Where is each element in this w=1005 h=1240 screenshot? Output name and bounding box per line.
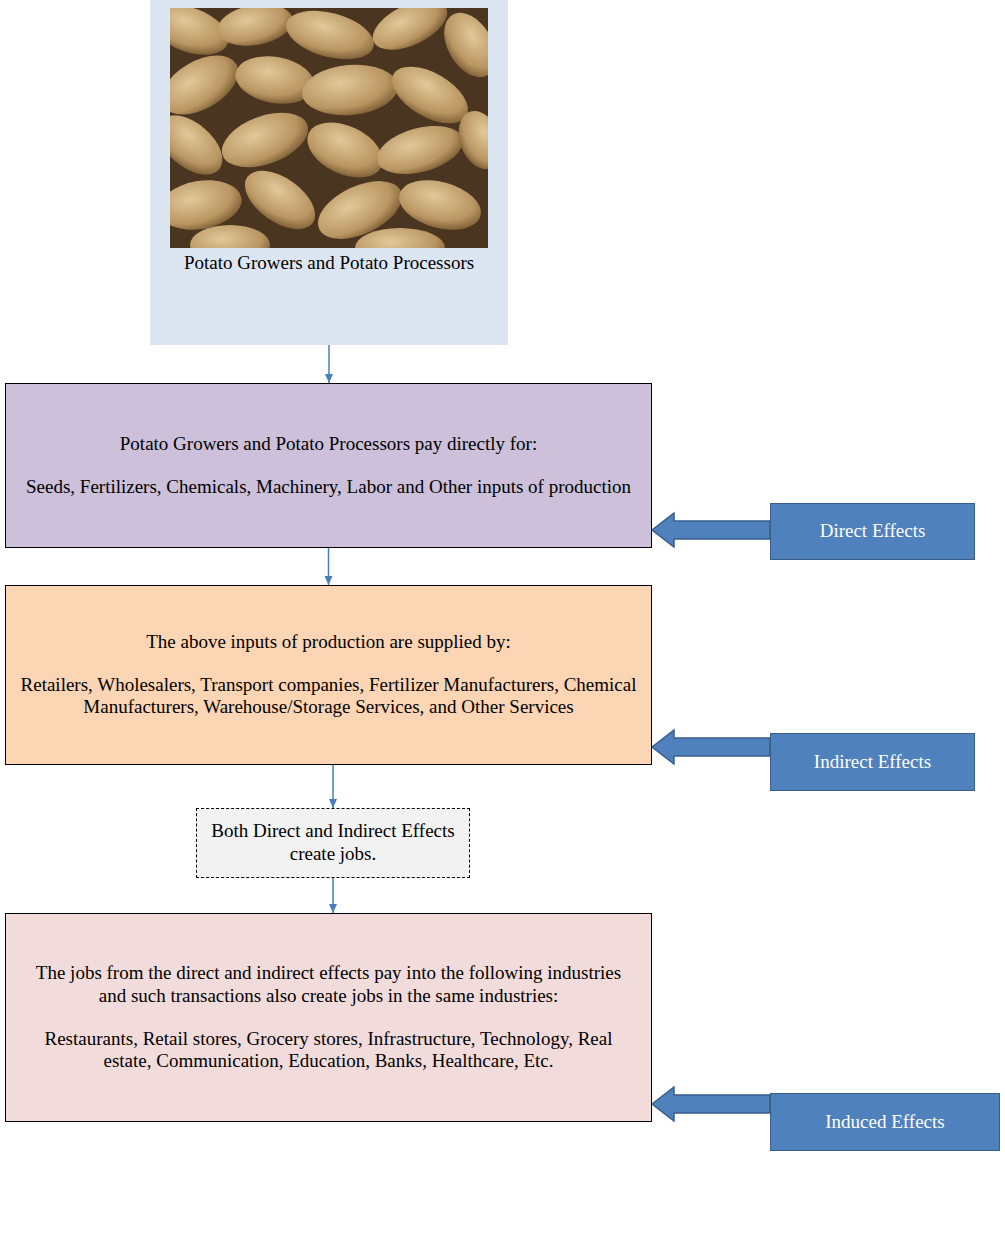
process-box: Potato Growers and Potato Processors pay… <box>5 383 652 548</box>
box-body: Restaurants, Retail stores, Grocery stor… <box>20 1028 637 1074</box>
note-box: Both Direct and Indirect Effects create … <box>196 808 470 878</box>
effect-label: Induced Effects <box>770 1093 1000 1151</box>
process-box: The above inputs of production are suppl… <box>5 585 652 765</box>
process-box: The jobs from the direct and indirect ef… <box>5 913 652 1122</box>
block-arrow <box>652 513 770 547</box>
potato-photo <box>170 8 488 248</box>
box-body: Retailers, Wholesalers, Transport compan… <box>20 674 637 720</box>
flow-arrow <box>328 345 330 383</box>
flow-arrow <box>328 548 330 585</box>
effect-text: Direct Effects <box>820 520 926 543</box>
effect-text: Induced Effects <box>825 1111 944 1134</box>
box-text: The above inputs of production are suppl… <box>146 631 511 654</box>
flow-arrow <box>332 878 334 913</box>
block-arrow <box>652 1087 770 1121</box>
block-arrow <box>652 730 770 764</box>
flow-arrow <box>332 765 334 808</box>
source-panel: Potato Growers and Potato Processors <box>150 0 508 345</box>
box-text: Potato Growers and Potato Processors <box>184 252 474 275</box>
box-text: Both Direct and Indirect Effects create … <box>211 820 455 866</box>
box-text: Potato Growers and Potato Processors pay… <box>120 433 537 456</box>
box-body: Seeds, Fertilizers, Chemicals, Machinery… <box>26 476 631 499</box>
effect-label: Indirect Effects <box>770 733 975 791</box>
effect-text: Indirect Effects <box>814 751 931 774</box>
effect-label: Direct Effects <box>770 503 975 560</box>
box-text: The jobs from the direct and indirect ef… <box>20 962 637 1008</box>
